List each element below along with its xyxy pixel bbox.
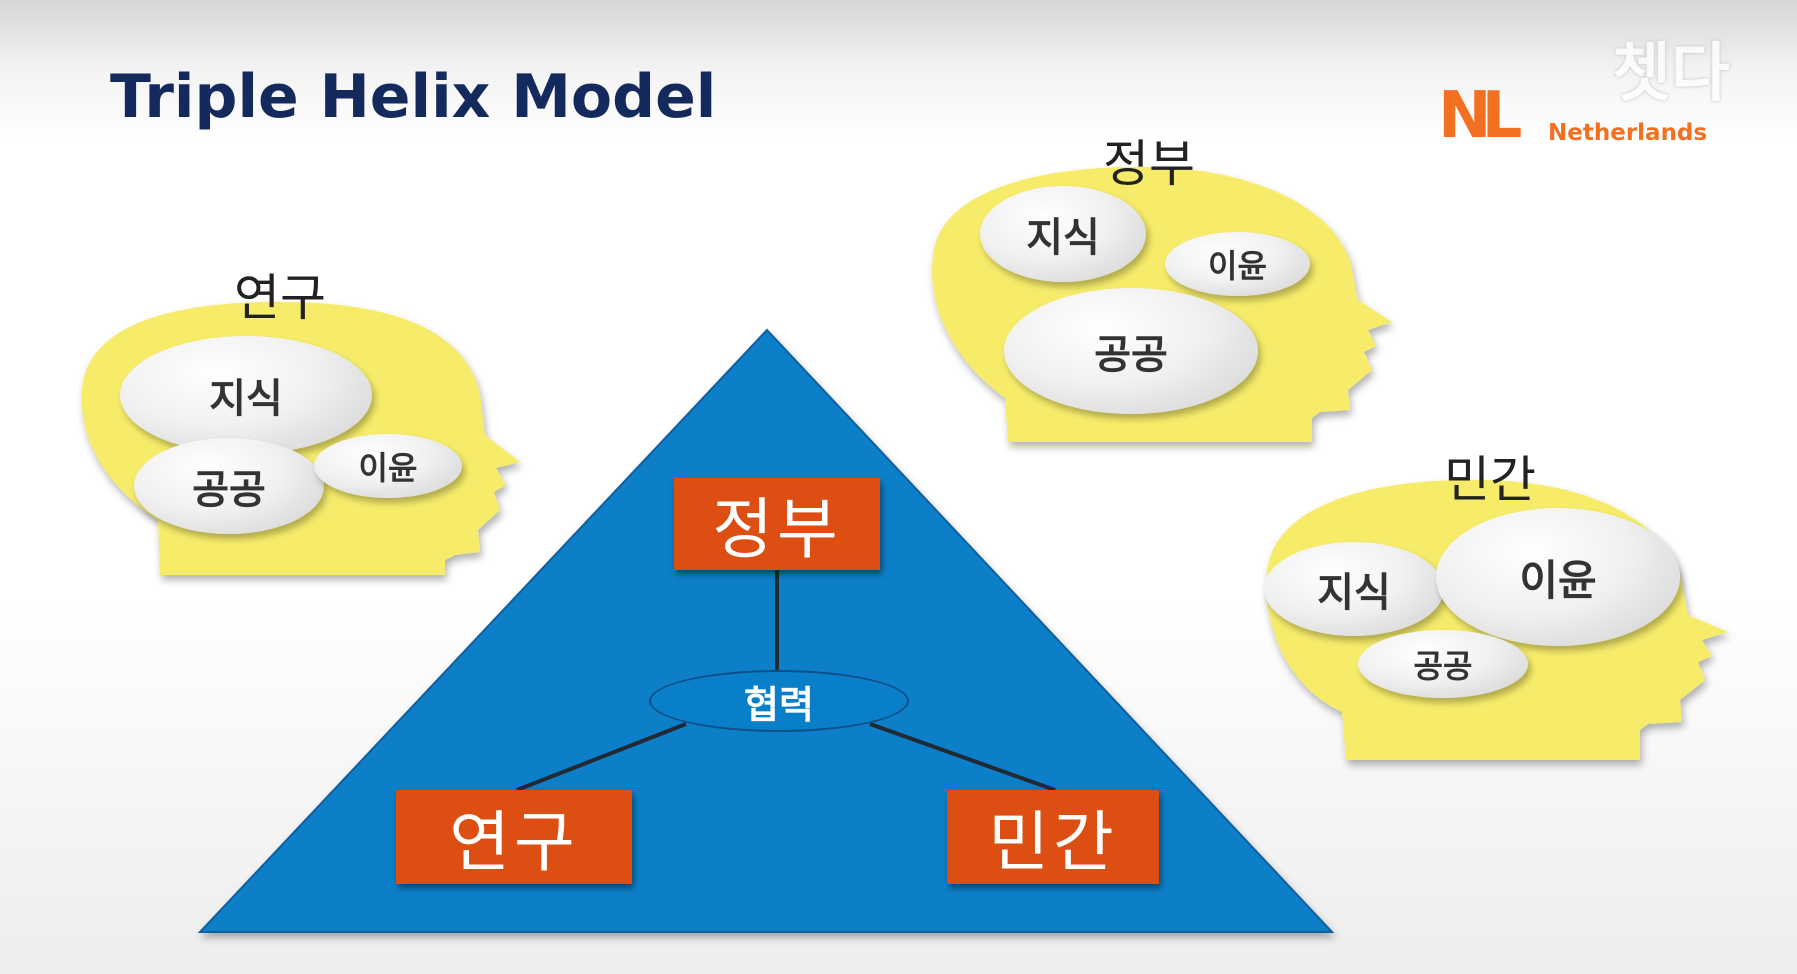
box-research: 연구 [396, 790, 632, 884]
logo-mark: NL [1438, 79, 1522, 153]
bubble-profit: 이윤 [1436, 508, 1680, 646]
bubble-knowledge: 지식 [1264, 542, 1444, 636]
box-government: 정부 [674, 478, 880, 570]
logo-text: Netherlands [1548, 120, 1708, 146]
bubble-knowledge: 지식 [120, 336, 372, 454]
bubble-profit: 이윤 [1165, 232, 1310, 296]
cooperation-hub: 협력 [649, 670, 909, 732]
head-label-research: 연구 [234, 269, 326, 327]
bubble-public: 공공 [1004, 288, 1258, 414]
bubble-knowledge: 지식 [980, 186, 1146, 282]
head-label-government: 정부 [1103, 135, 1195, 193]
bubble-public: 공공 [134, 438, 324, 534]
box-private: 민간 [947, 790, 1159, 884]
slide-title: Triple Helix Model [110, 62, 717, 132]
connector-line-left [516, 722, 687, 792]
bubble-public: 공공 [1358, 630, 1528, 698]
head-label-private: 민간 [1444, 451, 1536, 509]
channel-watermark: 쳇다 [1612, 37, 1730, 111]
connector-line-right [869, 722, 1056, 792]
bubble-profit: 이윤 [314, 434, 462, 498]
pyramid-triangle [197, 328, 1335, 933]
